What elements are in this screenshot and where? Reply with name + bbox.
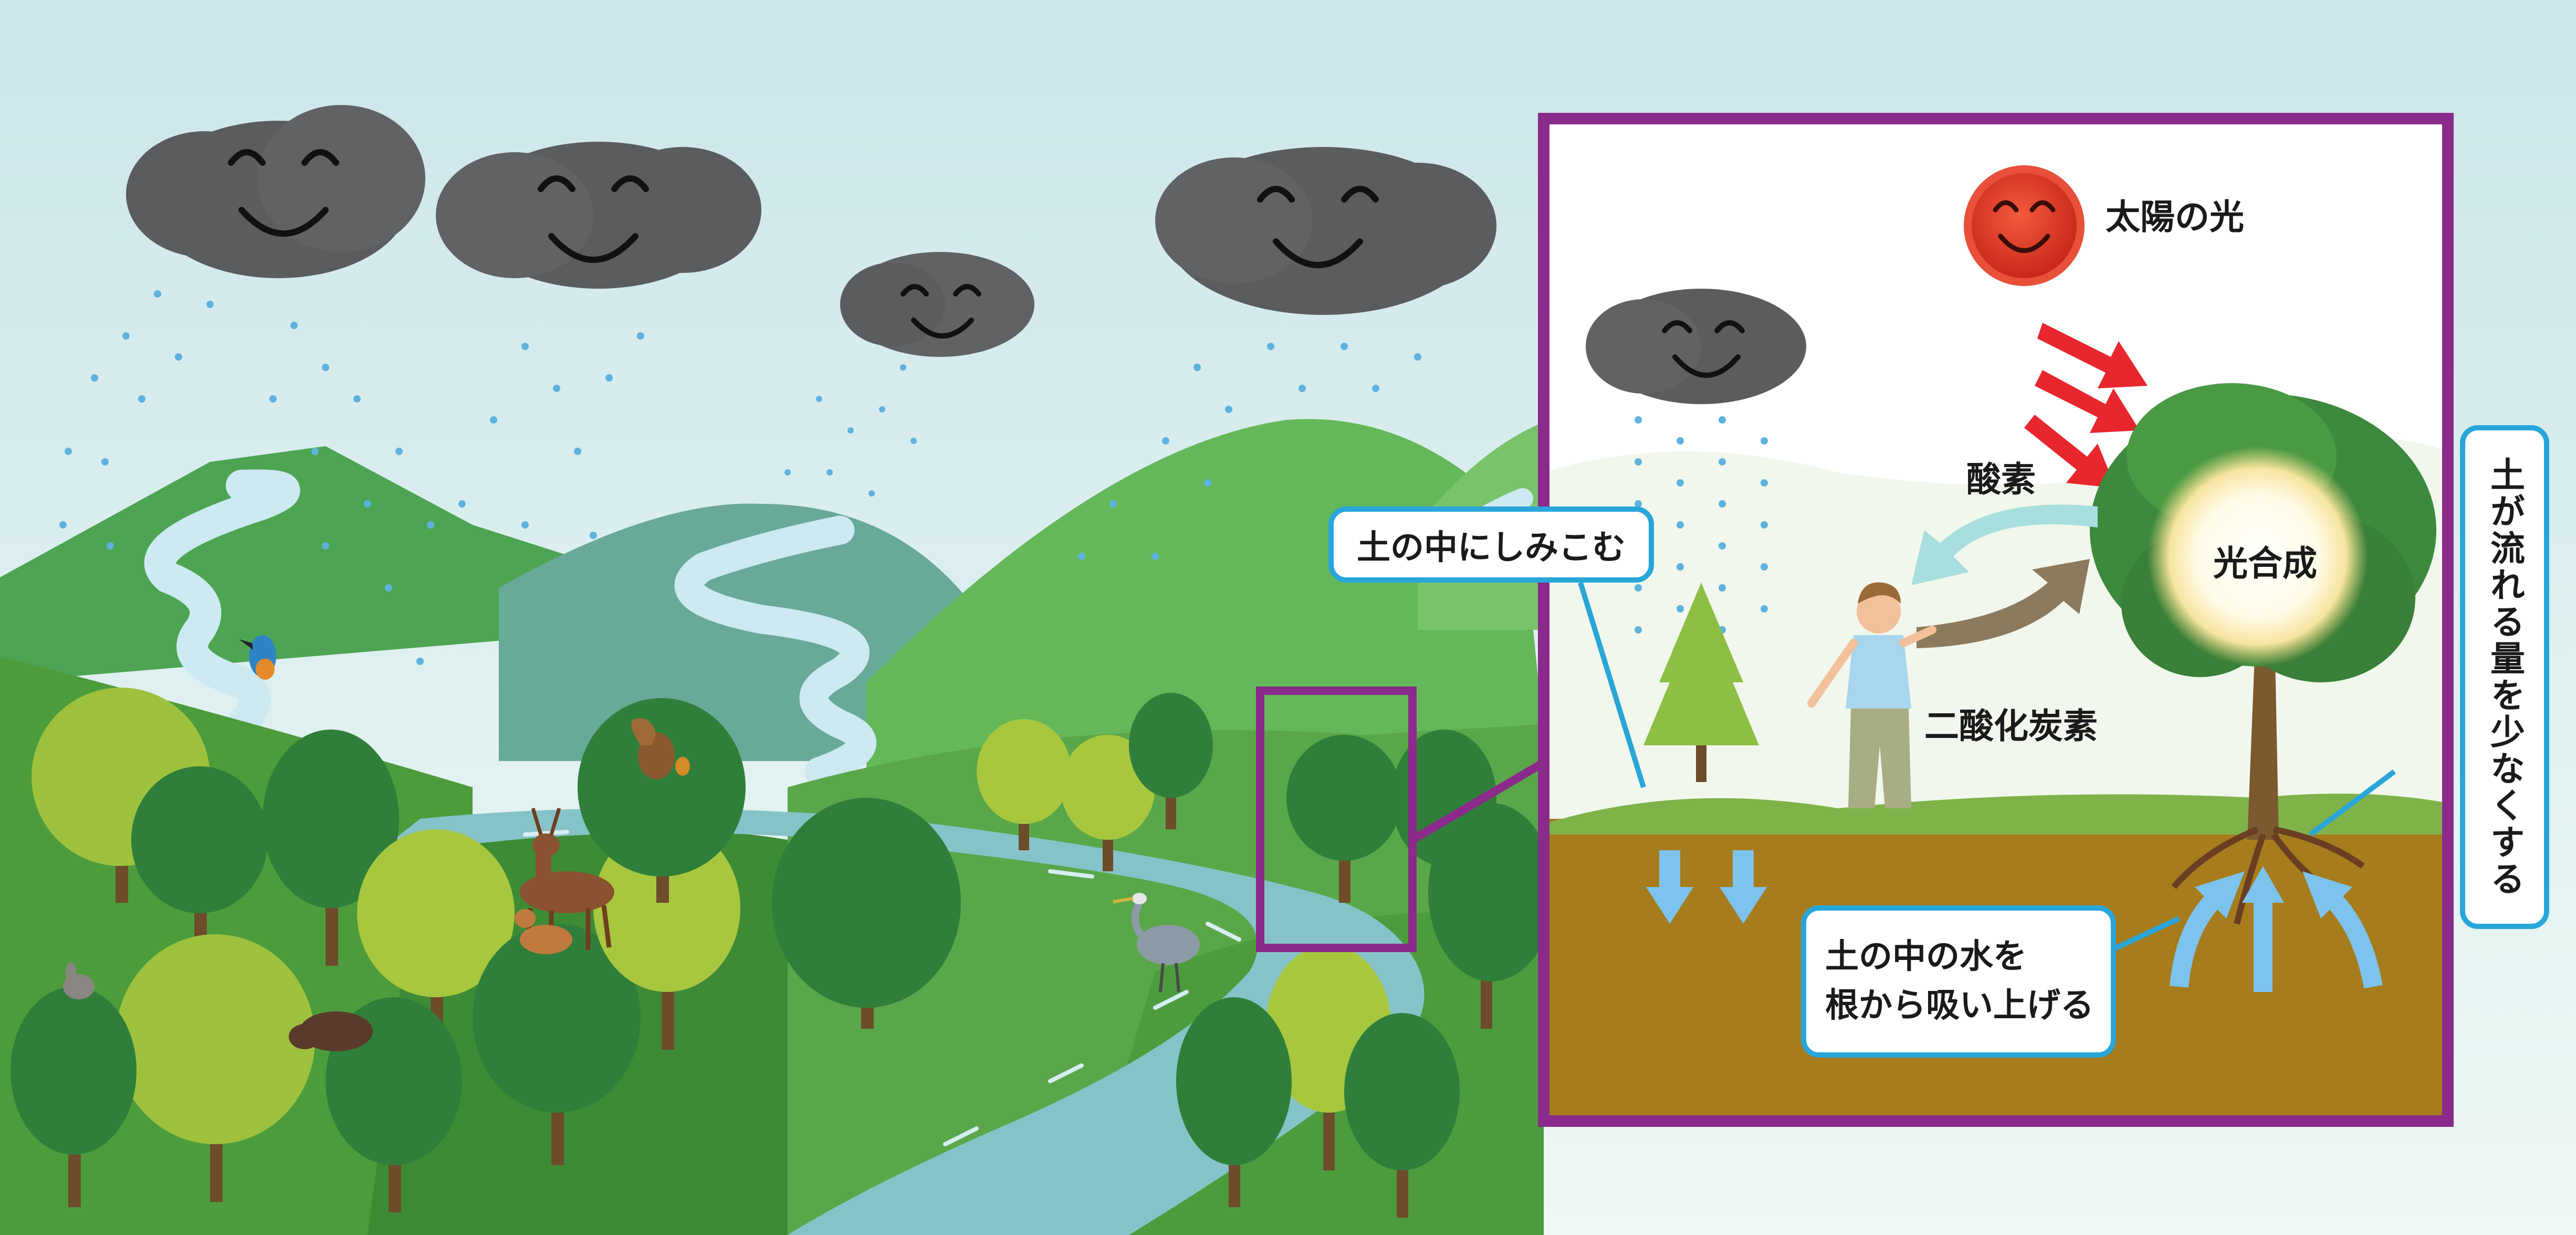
tree-icon [357, 829, 515, 1060]
label-photosynthesis: 光合成 [2213, 543, 2317, 584]
tree-icon [772, 798, 961, 1029]
label-carbon-dioxide: 二酸化炭素 [1924, 706, 2098, 746]
tree-icon [1428, 803, 1554, 1029]
tree-icon [263, 730, 399, 966]
tree-icon [1129, 693, 1213, 829]
photosynthesis-glow [2148, 446, 2368, 667]
tree-icon [1643, 583, 1759, 782]
water-absorption-arrows [2170, 891, 2383, 992]
mountain-left [0, 446, 630, 682]
tree-icon [116, 934, 315, 1202]
label-sunlight: 太陽の光 [2106, 197, 2244, 237]
inset-frame [1538, 113, 2454, 1127]
tree-icon [1286, 735, 1402, 903]
mountain-stream-middle [674, 515, 876, 786]
mountain-middle [499, 503, 971, 761]
kingfisher-icon [239, 635, 276, 680]
tree-icon [1176, 997, 1292, 1207]
river [368, 808, 1425, 1235]
callout-absorb-water-line1: 土の中の水を [1825, 937, 2027, 977]
smiling-rain-cloud-icon [1586, 289, 1806, 404]
zoom-indicator [1256, 687, 1417, 952]
callout-absorb-water-line2: 根から吸い上げる [1825, 986, 2094, 1025]
tree-icon [1344, 1013, 1460, 1218]
tree-icon [473, 924, 641, 1165]
smiling-sun-icon [1964, 165, 2085, 286]
heron-icon [1113, 893, 1200, 993]
person-icon [1807, 582, 1936, 808]
tree-icon [2090, 383, 2436, 925]
squirrel-icon [631, 718, 690, 779]
zoom-connector [1410, 757, 1549, 843]
callout-soak-into-soil-text: 土の中にしみこむ [1357, 528, 1626, 567]
callout-pointer-soak [1578, 582, 1646, 788]
tree-icon [11, 987, 137, 1207]
callout-pointer-runoff [2309, 769, 2396, 837]
callout-absorb-water: 土の中の水を 根から吸い上げる [1801, 905, 2116, 1058]
tree-icon [578, 698, 746, 903]
rain [59, 290, 1421, 665]
tree-icon [977, 719, 1071, 850]
rabbit-icon [63, 962, 95, 999]
label-oxygen: 酸素 [1966, 459, 2036, 500]
smiling-rain-cloud-icon [126, 105, 425, 278]
carbon-dioxide-arrow [1917, 559, 2090, 648]
boar-icon [289, 1011, 373, 1051]
soak-in-arrows [1646, 850, 1767, 924]
mountain-stream-left [144, 469, 300, 751]
smiling-rain-cloud-icon [1155, 147, 1496, 315]
sunlight-arrows [2024, 323, 2148, 488]
callout-soak-into-soil: 土の中にしみこむ [1328, 506, 1654, 583]
smiling-rain-cloud-icon [436, 142, 761, 289]
deer-icon [515, 909, 572, 954]
oxygen-arrow [1911, 504, 2098, 585]
callout-reduce-soil-runoff-text: 土が流れる量を少なくする [2485, 457, 2525, 898]
callout-reduce-soil-runoff: 土が流れる量を少なくする [2460, 425, 2549, 929]
smiling-rain-cloud-icon [840, 252, 1034, 357]
